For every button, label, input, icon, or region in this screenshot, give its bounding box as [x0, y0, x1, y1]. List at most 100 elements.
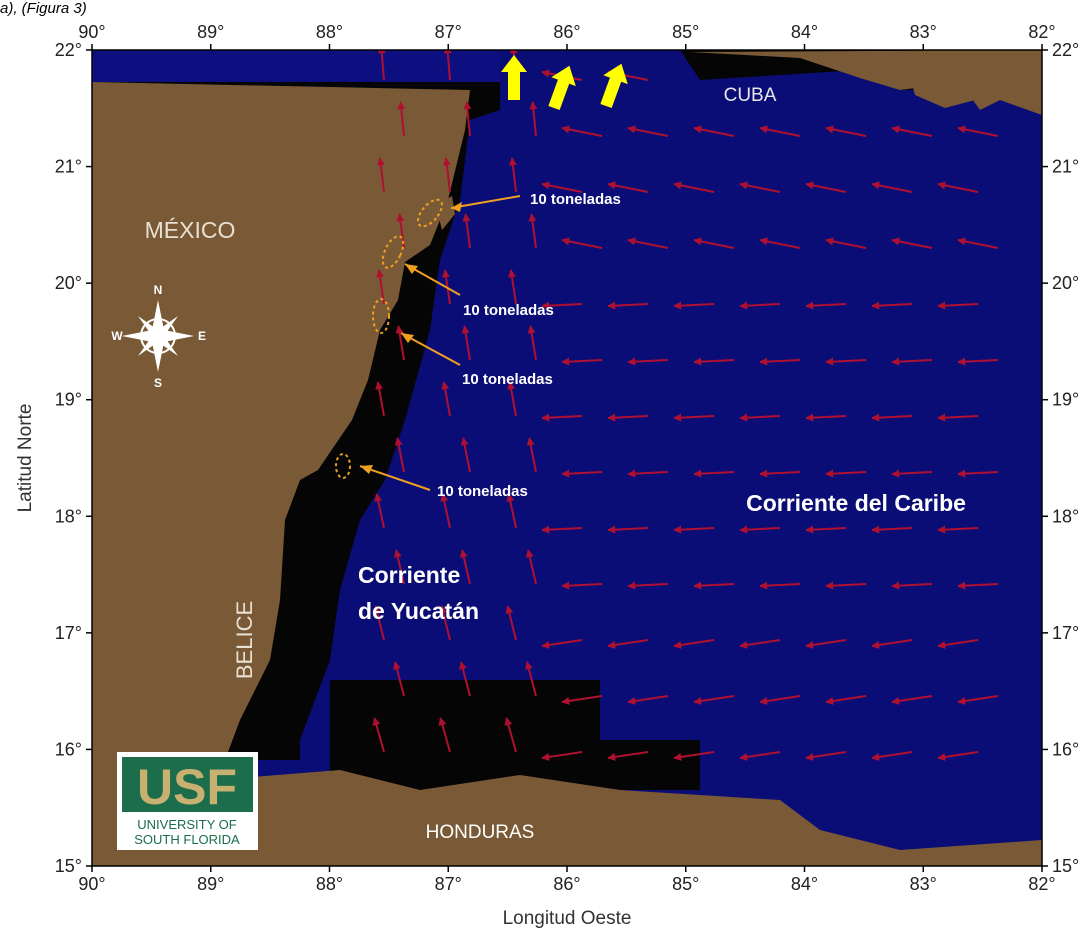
- label-mexico: MÉXICO: [145, 217, 236, 243]
- current-arrow: [759, 125, 801, 137]
- current-arrow: [937, 301, 979, 310]
- current-arrow: [673, 181, 715, 193]
- label-corriente-caribe: Corriente del Caribe: [746, 490, 966, 516]
- current-arrow: [693, 357, 735, 366]
- annotation-2: 10 toneladas: [381, 235, 554, 319]
- current-arrow: [871, 639, 913, 649]
- annotation-label: 10 toneladas: [530, 191, 621, 208]
- current-arrow: [627, 581, 669, 590]
- current-arrow: [541, 639, 583, 649]
- current-arrow: [541, 751, 583, 761]
- y-tick-label-left: 22°: [55, 40, 82, 60]
- current-arrow: [441, 381, 451, 417]
- annotation-label: 10 toneladas: [463, 302, 554, 319]
- current-arrow: [957, 695, 999, 705]
- current-arrow: [627, 237, 669, 249]
- x-tick-label-top: 86°: [553, 22, 580, 42]
- current-arrow: [376, 269, 385, 305]
- current-arrow: [805, 181, 847, 193]
- x-tick-label-bottom: 88°: [316, 874, 343, 894]
- current-arrow: [871, 413, 913, 422]
- current-arrow: [528, 213, 537, 249]
- current-arrow: [937, 639, 979, 649]
- y-tick-label-left: 21°: [55, 157, 82, 177]
- current-arrow: [871, 525, 913, 534]
- current-arrow: [871, 301, 913, 310]
- current-arrow: [805, 525, 847, 534]
- y-axis-label: Latitud Norte: [15, 404, 36, 513]
- current-arrow: [463, 101, 472, 137]
- current-arrow: [394, 437, 405, 473]
- current-arrow: [891, 469, 933, 478]
- compass-s: S: [154, 376, 162, 390]
- compass-star: [122, 300, 194, 372]
- current-arrow: [673, 751, 715, 761]
- y-tick-label-left: 20°: [55, 273, 82, 293]
- outflow-arrow: [600, 63, 628, 109]
- current-arrow: [541, 301, 583, 310]
- label-corriente-yucatan-2: de Yucatán: [358, 598, 479, 624]
- current-arrow: [627, 357, 669, 366]
- current-vectors: [372, 50, 999, 761]
- leader-line: [359, 465, 431, 491]
- current-arrow: [508, 157, 517, 193]
- current-arrow: [504, 717, 517, 753]
- current-arrow: [459, 549, 471, 585]
- gulf-strip: [92, 50, 500, 82]
- current-arrow: [525, 661, 537, 697]
- current-arrow: [375, 381, 385, 417]
- current-arrow: [607, 181, 649, 193]
- y-tick-label-right: 19°: [1052, 390, 1079, 410]
- current-arrow: [505, 605, 517, 641]
- current-arrow: [607, 413, 649, 422]
- current-arrow: [607, 639, 649, 649]
- current-arrow: [739, 413, 781, 422]
- current-arrow: [825, 469, 867, 478]
- leader-arrowhead: [451, 202, 462, 212]
- current-arrow: [527, 325, 537, 361]
- current-arrow: [397, 101, 406, 137]
- current-arrow: [439, 605, 451, 641]
- current-arrow: [561, 469, 603, 478]
- x-tick-label-bottom: 83°: [910, 874, 937, 894]
- axis-ticks: 90°90°89°89°88°88°87°87°86°86°85°85°84°8…: [55, 22, 1079, 894]
- current-arrow: [957, 581, 999, 590]
- current-arrow: [507, 381, 517, 417]
- x-tick-label-top: 87°: [435, 22, 462, 42]
- current-arrow: [825, 581, 867, 590]
- current-arrow: [937, 751, 979, 761]
- current-arrow: [805, 639, 847, 649]
- label-honduras: HONDURAS: [426, 822, 535, 843]
- label-belice: BELICE: [232, 601, 257, 679]
- current-arrow: [759, 357, 801, 366]
- current-arrow: [461, 325, 471, 361]
- compass-rose: N S E W: [111, 283, 206, 390]
- x-tick-label-bottom: 84°: [791, 874, 818, 894]
- annotation-3: 10 toneladas: [372, 298, 553, 388]
- current-arrow: [393, 549, 405, 585]
- current-arrow: [438, 717, 451, 753]
- x-tick-label-top: 90°: [78, 22, 105, 42]
- current-arrow: [508, 269, 517, 305]
- current-arrow: [957, 237, 999, 249]
- current-arrow: [541, 181, 583, 193]
- current-arrow: [525, 549, 537, 585]
- x-axis-label: Longitud Oeste: [503, 908, 632, 929]
- current-arrow: [541, 525, 583, 534]
- current-arrow: [739, 751, 781, 761]
- current-arrow: [372, 717, 385, 753]
- annotation-label: 10 toneladas: [437, 483, 528, 500]
- current-arrow: [891, 357, 933, 366]
- annotation-1: 10 toneladas: [417, 191, 621, 228]
- yucatan-peninsula-land: [92, 82, 470, 790]
- current-arrow: [442, 157, 451, 193]
- current-arrow: [739, 301, 781, 310]
- current-arrow: [759, 695, 801, 705]
- current-arrow: [825, 125, 867, 137]
- current-arrow: [377, 50, 386, 81]
- current-arrow: [607, 301, 649, 310]
- x-tick-label-top: 88°: [316, 22, 343, 42]
- current-arrow: [440, 493, 451, 529]
- current-arrow: [526, 437, 537, 473]
- current-arrow: [541, 413, 583, 422]
